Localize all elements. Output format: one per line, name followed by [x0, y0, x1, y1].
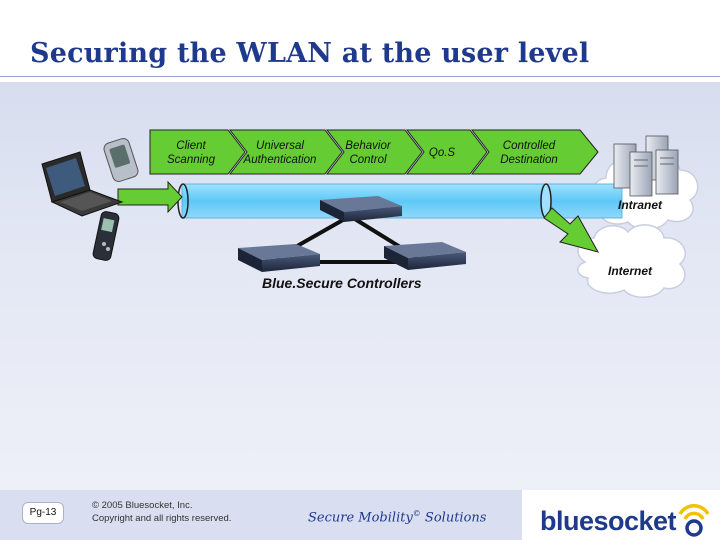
client-entry-arrow — [117, 180, 183, 214]
step-label-controlled-destination: Controlled Destination — [500, 140, 558, 166]
controllers-label: Blue.Secure Controllers — [262, 275, 422, 291]
step-label-client-scanning: Client Scanning — [167, 140, 215, 166]
controller-device-icon — [238, 244, 320, 272]
step-controlled-destination — [470, 129, 599, 175]
server-cluster-icon — [613, 135, 679, 197]
step-behavior-control — [325, 129, 423, 175]
step-label-behavior-control: Behavior Control — [345, 140, 391, 166]
intranet-label: Intranet — [618, 198, 663, 212]
tagline-end: Solutions — [420, 510, 487, 526]
title-divider — [0, 76, 720, 77]
step-client-scanning — [149, 129, 246, 175]
internet-exit-arrow — [543, 207, 600, 253]
tagline: Secure Mobility© Solutions — [308, 509, 486, 525]
controller-device-icon — [384, 242, 466, 270]
step-qos — [405, 129, 488, 175]
controller-device-icon — [320, 196, 402, 222]
process-chevrons — [149, 129, 599, 175]
tagline-main: Secure Mobility — [308, 510, 413, 526]
tagline-mark: © — [412, 509, 421, 518]
step-label-qos: Qo.S — [428, 147, 456, 159]
step-universal-authentication — [228, 129, 343, 175]
company-logo: bluesocket — [522, 490, 720, 540]
mobile-phone-icon — [92, 211, 120, 261]
step-label-universal-authentication: Universal Authentication — [243, 140, 317, 166]
internet-label: Internet — [608, 264, 653, 278]
copyright-notice: © 2005 Bluesocket, Inc. Copyright and al… — [92, 499, 231, 525]
pda-icon — [103, 138, 139, 182]
page-number: Pg-13 — [22, 502, 64, 524]
laptop-icon — [41, 151, 124, 217]
wifi-signal-icon — [678, 504, 710, 537]
copyright-line-1: © 2005 Bluesocket, Inc. — [92, 500, 193, 511]
logo-wordmark: bluesocket — [540, 506, 677, 536]
internet-cloud — [577, 224, 686, 298]
copyright-line-2: Copyright and all rights reserved. — [92, 513, 232, 524]
slide-title: Securing the WLAN at the user level — [30, 38, 590, 69]
